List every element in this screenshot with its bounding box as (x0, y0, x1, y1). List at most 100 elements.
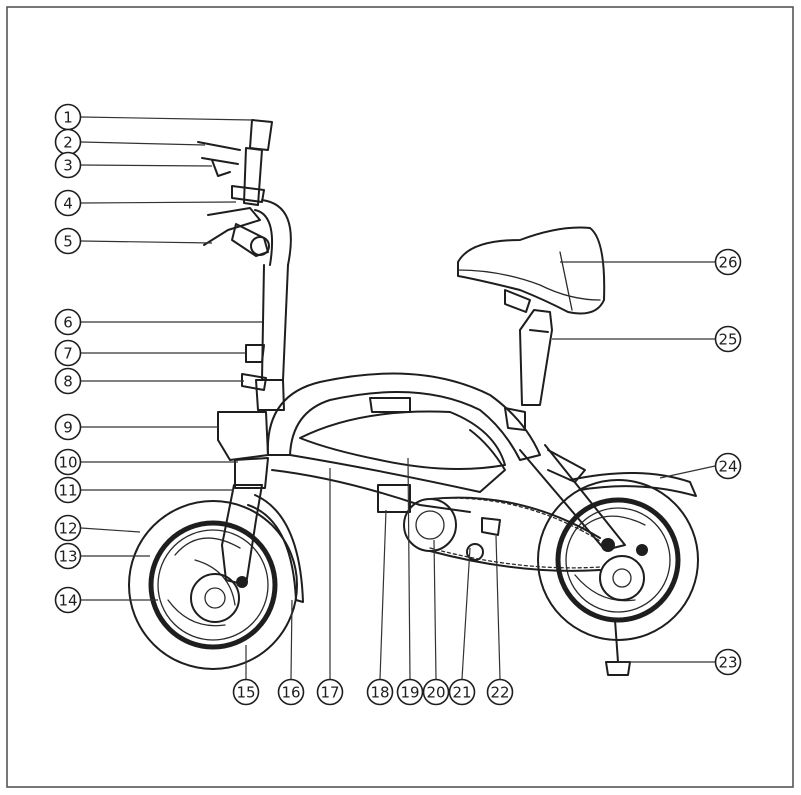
callout-number: 6 (63, 314, 73, 332)
callout-circle-23 (714, 648, 742, 676)
leader-line-19 (407, 457, 411, 680)
callout-number: 26 (718, 254, 737, 272)
callout-number: 12 (58, 520, 77, 538)
callout-circle-13 (54, 542, 82, 570)
callout-10: 10 (54, 448, 82, 476)
callout-circle-20 (422, 678, 450, 706)
leader-line-20 (433, 539, 437, 680)
callout-16: 16 (277, 678, 305, 706)
callout-5: 5 (54, 227, 82, 255)
leader-line-3 (80, 164, 213, 167)
callout-circle-10 (54, 448, 82, 476)
callout-21: 21 (448, 678, 476, 706)
leader-line-5 (80, 240, 213, 244)
callout-1: 1 (54, 103, 82, 131)
leader-lines (80, 116, 716, 680)
callout-number: 19 (400, 684, 419, 702)
callout-circle-21 (448, 678, 476, 706)
leader-line-1 (80, 116, 253, 121)
callout-18: 18 (366, 678, 394, 706)
front-wheel (128, 500, 298, 670)
callout-circle-4 (54, 189, 82, 217)
callout-number: 9 (63, 419, 73, 437)
callout-9: 9 (54, 413, 82, 441)
callout-circle-19 (396, 678, 424, 706)
drivetrain (377, 484, 601, 572)
callout-circle-9 (54, 413, 82, 441)
callout-20: 20 (422, 678, 450, 706)
callout-number: 13 (58, 548, 77, 566)
callout-14: 14 (54, 586, 82, 614)
leader-line-16 (290, 599, 293, 680)
callout-number: 22 (490, 684, 509, 702)
callout-25: 25 (714, 325, 742, 353)
callout-number: 10 (58, 454, 77, 472)
callout-circle-7 (54, 339, 82, 367)
leader-line-2 (80, 141, 206, 146)
callout-circle-6 (54, 308, 82, 336)
callout-number: 2 (63, 134, 73, 152)
callout-2: 2 (54, 128, 82, 156)
callout-26: 26 (714, 248, 742, 276)
handlebar (197, 119, 273, 257)
leader-line-22 (495, 535, 501, 680)
callout-circle-15 (232, 678, 260, 706)
bike-drawing (128, 119, 699, 676)
callout-circle-8 (54, 367, 82, 395)
callout-circle-25 (714, 325, 742, 353)
callout-15: 15 (232, 678, 260, 706)
callout-22: 22 (486, 678, 514, 706)
callout-number: 4 (63, 195, 73, 213)
callout-circle-22 (486, 678, 514, 706)
callout-number: 3 (63, 157, 73, 175)
callout-circle-12 (54, 514, 82, 542)
callout-circle-17 (316, 678, 344, 706)
callout-11: 11 (54, 476, 82, 504)
callout-circle-16 (277, 678, 305, 706)
callout-number: 5 (63, 233, 73, 251)
callout-circle-11 (54, 476, 82, 504)
callout-17: 17 (316, 678, 344, 706)
leader-line-18 (379, 509, 387, 680)
main-frame (266, 372, 541, 513)
callout-number: 14 (58, 592, 77, 610)
front-fork (221, 484, 304, 603)
callout-number: 8 (63, 373, 73, 391)
callout-number: 7 (63, 345, 73, 363)
callout-8: 8 (54, 367, 82, 395)
callout-circle-18 (366, 678, 394, 706)
callout-19: 19 (396, 678, 424, 706)
callout-number: 25 (718, 331, 737, 349)
callout-3: 3 (54, 151, 82, 179)
callout-13: 13 (54, 542, 82, 570)
leader-line-21 (461, 547, 471, 680)
rear-wheel (537, 472, 699, 641)
callout-circle-14 (54, 586, 82, 614)
callout-number: 18 (370, 684, 389, 702)
rear-frame (519, 444, 626, 551)
callout-number: 24 (718, 458, 737, 476)
callout-number: 23 (718, 654, 737, 672)
callout-circle-24 (714, 452, 742, 480)
callout-4: 4 (54, 189, 82, 217)
callout-circle-5 (54, 227, 82, 255)
leader-line-4 (80, 201, 237, 204)
leader-line-24 (659, 465, 716, 479)
callout-circle-3 (54, 151, 82, 179)
callout-number: 11 (58, 482, 77, 500)
leader-line-12 (80, 527, 141, 533)
callout-number: 20 (426, 684, 445, 702)
callout-12: 12 (54, 514, 82, 542)
callout-7: 7 (54, 339, 82, 367)
callout-circle-26 (714, 248, 742, 276)
callout-24: 24 (714, 452, 742, 480)
callout-number: 17 (320, 684, 339, 702)
callout-23: 23 (714, 648, 742, 676)
stem (217, 199, 292, 489)
callout-number: 1 (63, 109, 73, 127)
callout-number: 15 (236, 684, 255, 702)
callout-number: 21 (452, 684, 471, 702)
callout-number: 16 (281, 684, 300, 702)
